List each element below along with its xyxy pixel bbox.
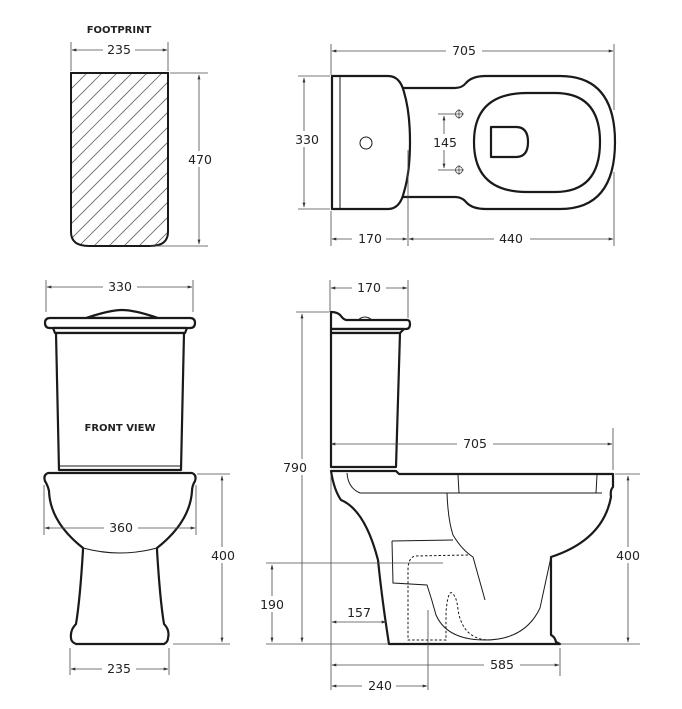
side-view: 170 705 790 400 19: [258, 280, 645, 693]
fixing-hole-icon: [454, 109, 464, 175]
front-pan-height-label: 400: [211, 548, 235, 563]
footprint-title: FOOTPRINT: [87, 25, 152, 36]
top-view: 705 145 330 170: [294, 43, 617, 246]
side-pan-height-label: 400: [616, 548, 640, 563]
top-fixing-spacing-label: 145: [433, 135, 457, 150]
side-overall-length-label: 705: [463, 436, 487, 451]
front-view-title: FRONT VIEW: [84, 423, 155, 434]
top-overall-length-label: 705: [452, 43, 476, 58]
flush-button-icon: [359, 136, 373, 150]
side-base-length-label: 585: [490, 657, 514, 672]
front-base-width-label: 235: [107, 661, 131, 676]
front-pan-width-label: 360: [109, 520, 133, 535]
side-overall-height-label: 790: [283, 460, 307, 475]
front-view: 330 FRONT VIEW 360 400 235: [43, 279, 238, 676]
hatch-pattern: [71, 73, 168, 246]
side-set-out-label: 240: [368, 678, 392, 693]
front-cistern-width-label: 330: [108, 279, 132, 294]
side-wall-to-base-label: 157: [347, 605, 371, 620]
footprint-view: FOOTPRINT 235: [70, 25, 214, 247]
side-outlet-height-label: 190: [260, 597, 284, 612]
side-cistern-depth-label: 170: [357, 280, 381, 295]
top-cistern-depth-label: 170: [358, 231, 382, 246]
top-pan-length-label: 440: [499, 231, 523, 246]
footprint-depth-label: 470: [188, 152, 212, 167]
top-width-label: 330: [295, 132, 319, 147]
footprint-width-label: 235: [107, 42, 131, 57]
